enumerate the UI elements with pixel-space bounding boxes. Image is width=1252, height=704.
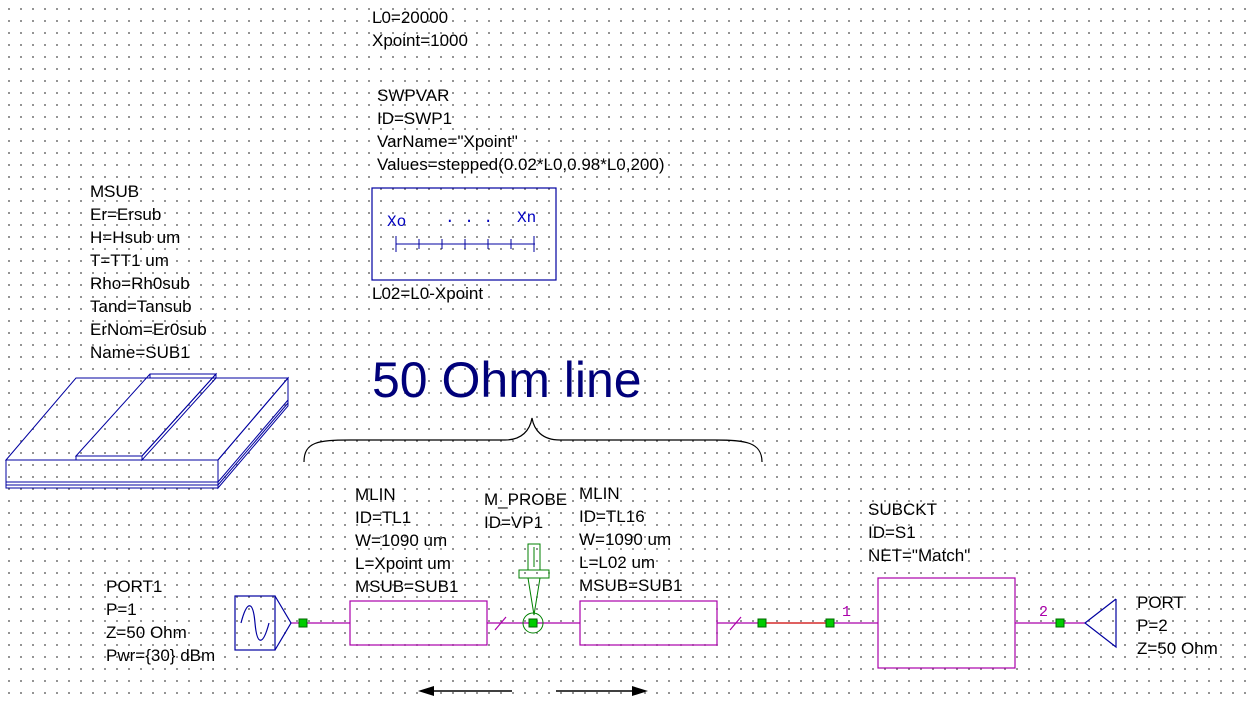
direction-arrows	[418, 686, 648, 696]
mlin1-id: ID=TL1	[355, 508, 412, 527]
subckt-pin2-label: 2	[1039, 604, 1048, 621]
swpvar-varname: VarName="Xpoint"	[377, 132, 518, 151]
subckt-name: SUBCKT	[868, 500, 937, 519]
arrow-right-icon	[632, 686, 648, 696]
mlin2-name: MLIN	[579, 484, 620, 503]
mlin1-msub: MSUB=SUB1	[355, 577, 459, 596]
mlin1-width: W=1090 um	[355, 531, 448, 550]
swpvar-symbol[interactable]: Xo . . . Xn	[371, 187, 557, 281]
mlin2-width: W=1090 um	[579, 530, 672, 549]
msub-ernom: ErNom=Er0sub	[90, 320, 207, 339]
brace-annotation	[303, 417, 763, 463]
subckt-symbol[interactable]	[877, 577, 1016, 669]
port2-p: P=2	[1137, 616, 1168, 635]
port1-pwr: Pwr={30} dBm	[106, 646, 216, 665]
node-port1	[298, 618, 308, 628]
node-port2	[1055, 618, 1065, 628]
msub-substrate-symbol[interactable]	[4, 372, 290, 490]
msub-subname: Name=SUB1	[90, 343, 190, 362]
mlin2-length: L=L02 um	[579, 553, 656, 572]
node-mlin2-out	[757, 618, 767, 628]
mlin2-symbol[interactable]	[579, 600, 718, 646]
msub-h: H=Hsub um	[90, 228, 181, 247]
equation-l0[interactable]: L0=20000	[372, 8, 449, 27]
probe-id: ID=VP1	[484, 513, 544, 532]
msub-rho: Rho=Rh0sub	[90, 274, 190, 293]
wires	[291, 616, 1085, 631]
port2-symbol[interactable]	[1084, 598, 1117, 649]
swpvar-id: ID=SWP1	[377, 109, 453, 128]
msub-name: MSUB	[90, 182, 140, 201]
msub-t: T=TT1 um	[90, 251, 169, 270]
port1-p: P=1	[106, 600, 137, 619]
mlin1-symbol[interactable]	[349, 600, 488, 646]
port1-symbol[interactable]	[234, 595, 292, 651]
mlin2-id: ID=TL16	[579, 507, 645, 526]
port2-z: Z=50 Ohm	[1137, 639, 1218, 658]
swpvar-icon-dots: . . .	[445, 209, 493, 227]
node-probe	[528, 618, 538, 628]
swpvar-values: Values=stepped(0.02*L0,0.98*L0,200)	[377, 155, 665, 174]
port1-z: Z=50 Ohm	[106, 623, 187, 642]
arrow-left-icon	[418, 686, 434, 696]
probe-symbol[interactable]	[518, 543, 550, 634]
probe-name: M_PROBE	[484, 490, 568, 509]
mlin1-name: MLIN	[355, 485, 396, 504]
subckt-net: NET="Match"	[868, 546, 971, 565]
msub-er: Er=Ersub	[90, 205, 162, 224]
swpvar-icon-end: Xn	[517, 209, 536, 227]
port2-name: PORT	[1137, 593, 1184, 612]
msub-tand: Tand=Tansub	[90, 297, 192, 316]
mlin1-length: L=Xpoint um	[355, 554, 451, 573]
subckt-pin1-label: 1	[842, 604, 851, 621]
equation-l02[interactable]: L02=L0-Xpoint	[372, 284, 484, 303]
swpvar-icon-start: Xo	[387, 213, 406, 231]
mlin2-msub: MSUB=SUB1	[579, 576, 683, 595]
port1-name: PORT1	[106, 577, 163, 596]
equation-xpoint[interactable]: Xpoint=1000	[372, 31, 468, 50]
connection-nodes[interactable]	[298, 618, 1065, 628]
subckt-id: ID=S1	[868, 523, 916, 542]
swpvar-name: SWPVAR	[377, 86, 450, 105]
annotation-title[interactable]: 50 Ohm line	[372, 352, 642, 408]
node-subckt-in	[825, 618, 835, 628]
